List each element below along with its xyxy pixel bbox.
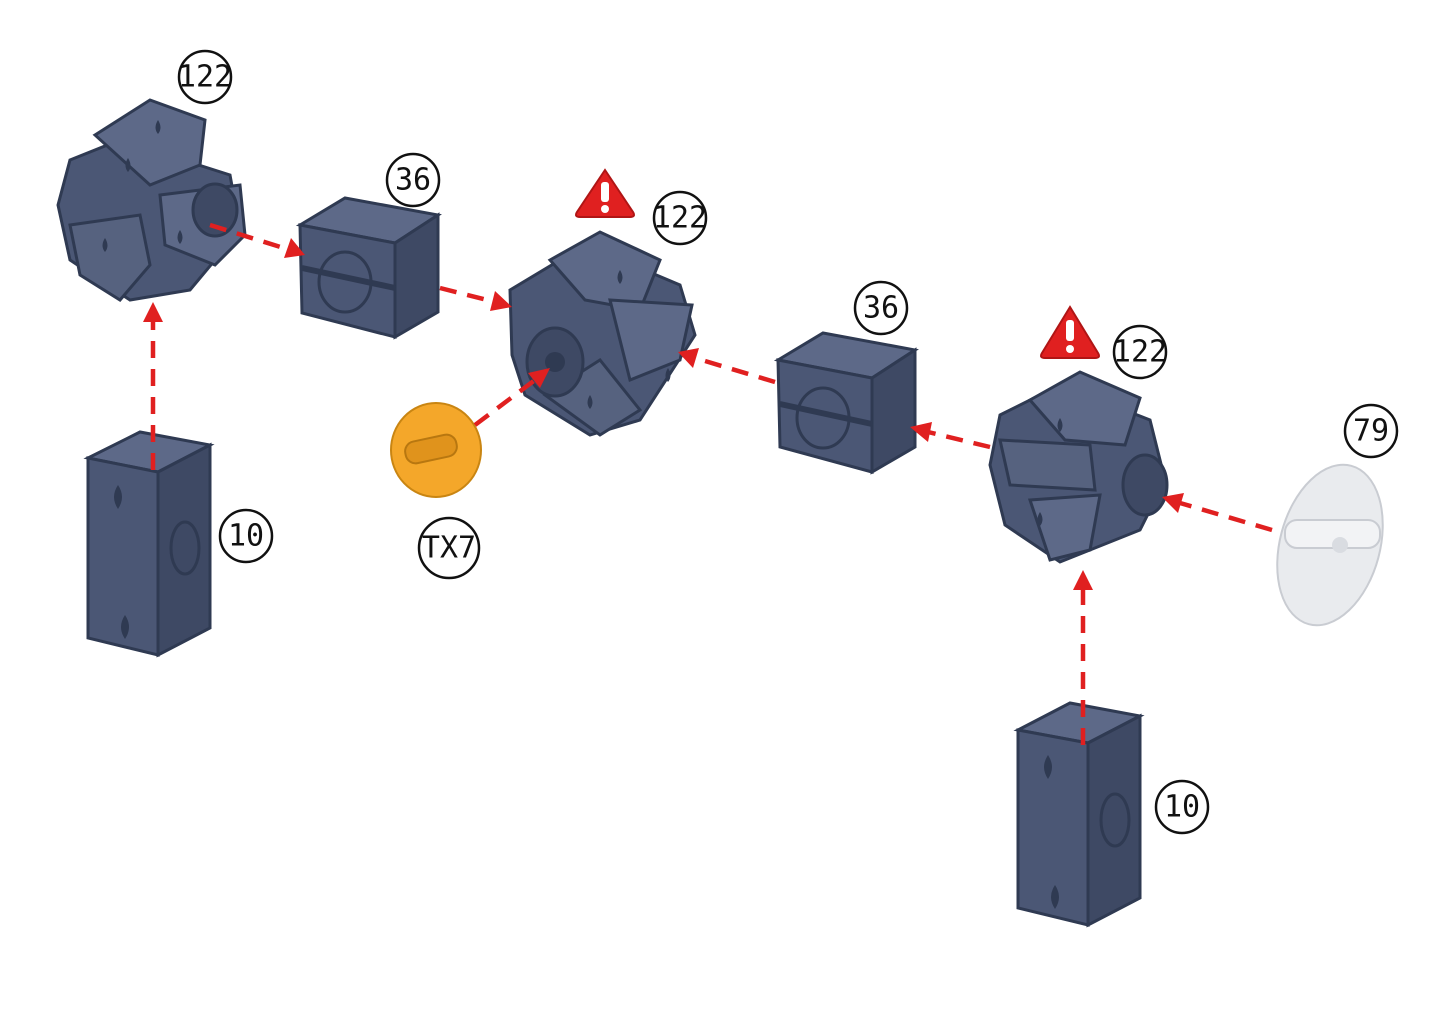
disc-cap-clear <box>1260 453 1399 637</box>
label-hub-right: 122 <box>1113 326 1167 378</box>
label-hub-top-left: 122 <box>178 51 232 103</box>
arrow-tube-left-to-hub-center <box>440 288 512 311</box>
label-post-left: 10 <box>220 510 272 562</box>
label-text: 122 <box>178 60 232 95</box>
post-connector-right <box>1018 703 1140 925</box>
label-text: 10 <box>1164 790 1200 825</box>
label-text: 79 <box>1353 414 1389 449</box>
label-text: 10 <box>228 519 264 554</box>
label-post-right: 10 <box>1156 781 1208 833</box>
label-disc-clear: 79 <box>1345 405 1397 457</box>
label-disc-orange: TX7 <box>419 518 479 578</box>
arrow-tube-right-to-hub-center <box>678 348 775 382</box>
post-connector-left <box>88 432 210 655</box>
label-text: 36 <box>863 291 899 326</box>
label-tube-left: 36 <box>387 154 439 206</box>
label-tube-right: 36 <box>855 282 907 334</box>
warning-icon <box>1041 307 1099 358</box>
hub-connector-top-left <box>58 100 245 300</box>
warning-icon <box>576 170 634 217</box>
label-text: TX7 <box>422 531 476 566</box>
hub-connector-right <box>990 372 1167 562</box>
tube-connector-left <box>300 198 438 337</box>
disc-cap-orange <box>391 403 481 497</box>
label-text: 122 <box>653 201 707 236</box>
arrow-disc-clear-to-hub-right <box>1162 493 1272 530</box>
arrow-hub-right-to-tube-right <box>910 422 990 447</box>
label-text: 122 <box>1113 335 1167 370</box>
label-hub-center: 122 <box>653 192 707 244</box>
hub-connector-center <box>510 232 695 435</box>
label-text: 36 <box>395 163 431 198</box>
tube-connector-right <box>778 333 915 472</box>
